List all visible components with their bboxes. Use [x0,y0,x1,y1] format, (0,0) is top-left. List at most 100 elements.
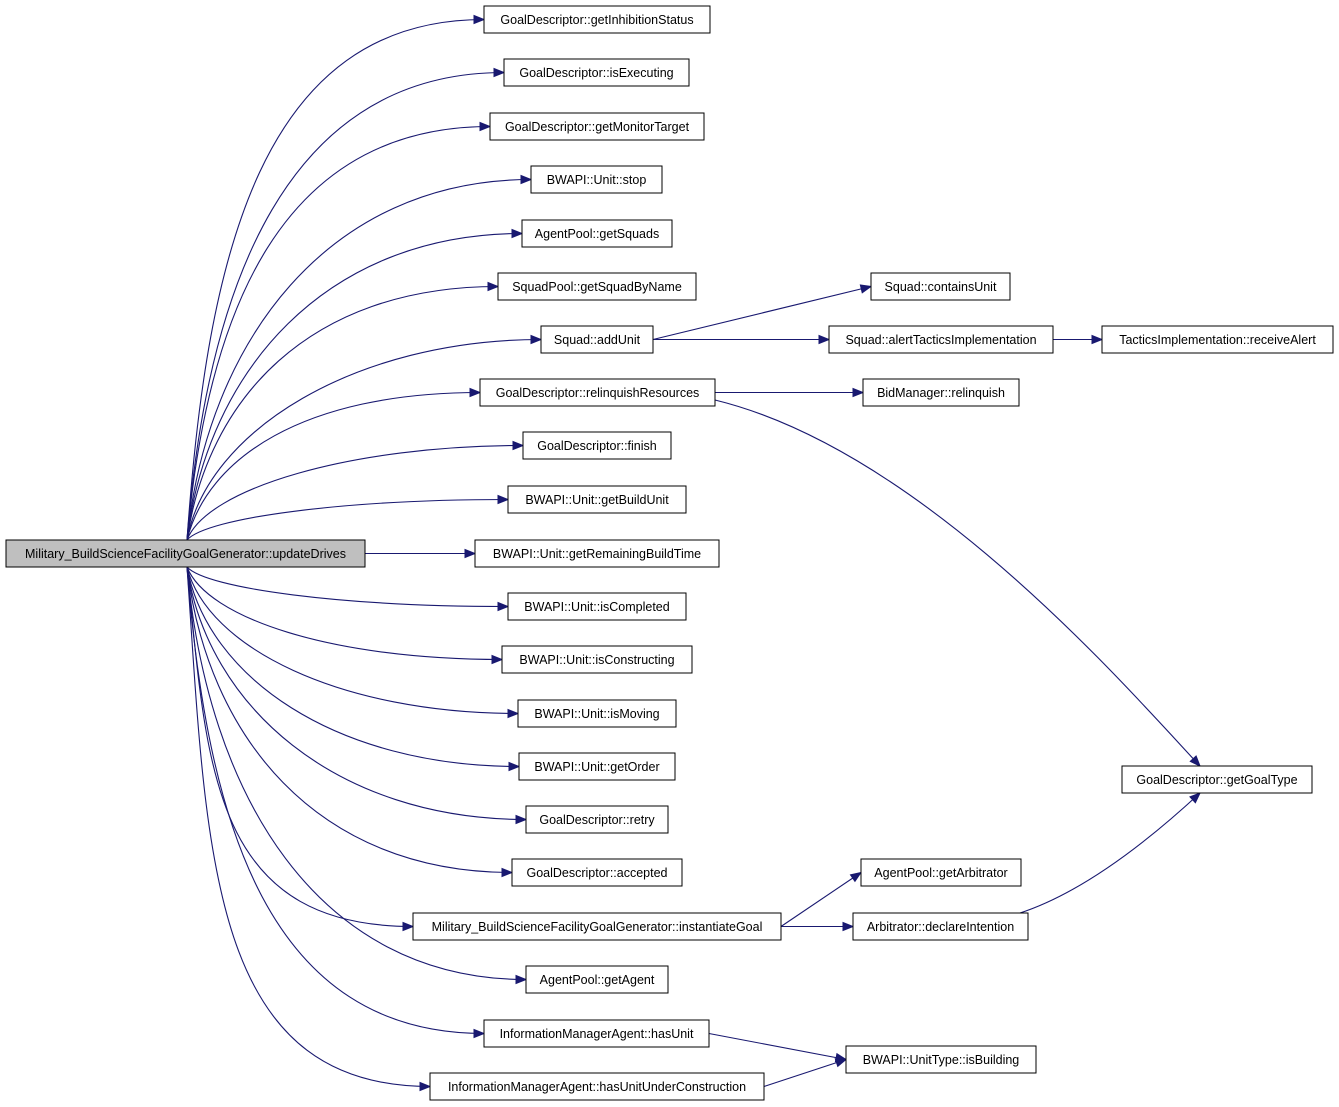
edge-root-to-getSquadByName [186,285,499,541]
node-getSquads[interactable]: AgentPool::getSquads [521,219,673,248]
node-label-getSquadByName: SquadPool::getSquadByName [512,280,682,294]
edge-root-to-getSquadByName-arrowhead [487,281,500,292]
node-label-unitStop: BWAPI::Unit::stop [547,173,647,187]
node-getMonitorTarget[interactable]: GoalDescriptor::getMonitorTarget [489,112,705,141]
node-label-isBuilding: BWAPI::UnitType::isBuilding [863,1053,1020,1067]
node-isExecuting[interactable]: GoalDescriptor::isExecuting [503,58,690,87]
edge-root-to-instantiateGoal-arrowhead [402,921,415,932]
node-getRemainingBuildTime[interactable]: BWAPI::Unit::getRemainingBuildTime [474,539,720,568]
node-box-getRemainingBuildTime [474,539,720,568]
edge-root-to-getBuildUnit-arrowhead [497,494,510,505]
edge-root-to-isCompleted-arrowhead [497,601,510,612]
node-getOrder[interactable]: BWAPI::Unit::getOrder [518,752,676,781]
edge-root-to-finish-arrowhead [512,440,525,451]
node-getArbitrator[interactable]: AgentPool::getArbitrator [860,858,1022,887]
node-containsUnit[interactable]: Squad::containsUnit [870,272,1011,301]
node-getBuildUnit[interactable]: BWAPI::Unit::getBuildUnit [507,485,687,514]
edge-root-to-getSquads-arrowhead [511,228,524,239]
edge-layer [186,14,1201,1092]
edge-root-to-getSquads [186,232,523,541]
edge-root-to-getOrder [186,566,520,768]
edge-root-to-retry-arrowhead [515,814,528,825]
edge-root-to-relinquishResources-arrowhead [469,387,482,398]
node-relinquishResources[interactable]: GoalDescriptor::relinquishResources [479,378,716,407]
node-layer: Military_BuildScienceFacilityGoalGenerat… [5,5,1334,1101]
node-declareIntention[interactable]: Arbitrator::declareIntention [852,912,1029,941]
edge-addUnit-to-alertTacticsImplementation-arrowhead [818,334,831,345]
node-box-isCompleted [507,592,687,621]
edge-root-to-finish [186,444,524,541]
node-label-finish: GoalDescriptor::finish [537,439,657,453]
node-box-accepted [511,858,683,887]
edge-instantiateGoal-to-getArbitrator-arrowhead [849,871,863,883]
node-finish[interactable]: GoalDescriptor::finish [522,431,672,460]
edge-root-to-isExecuting-arrowhead [493,67,506,78]
node-box-bidRelinquish [862,378,1020,407]
node-getAgent[interactable]: AgentPool::getAgent [525,965,669,994]
node-box-getOrder [518,752,676,781]
edge-root-to-getInhibitionStatus [186,18,485,541]
node-box-containsUnit [870,272,1011,301]
edge-root-to-getBuildUnit [186,498,509,541]
node-label-getRemainingBuildTime: BWAPI::Unit::getRemainingBuildTime [493,547,701,561]
node-getGoalType[interactable]: GoalDescriptor::getGoalType [1121,765,1313,794]
node-alertTacticsImplementation[interactable]: Squad::alertTacticsImplementation [828,325,1054,354]
edge-root-to-addUnit-arrowhead [530,334,543,345]
edge-root-to-unitStop [186,178,532,541]
edge-root-to-addUnit [186,338,542,541]
node-getSquadByName[interactable]: SquadPool::getSquadByName [497,272,697,301]
node-label-getInhibitionStatus: GoalDescriptor::getInhibitionStatus [500,13,693,27]
node-label-isConstructing: BWAPI::Unit::isConstructing [519,653,674,667]
node-isMoving[interactable]: BWAPI::Unit::isMoving [517,699,677,728]
edge-root-to-getMonitorTarget [186,125,491,541]
node-box-getGoalType [1121,765,1313,794]
node-instantiateGoal[interactable]: Military_BuildScienceFacilityGoalGenerat… [412,912,782,941]
edge-root-to-isConstructing-arrowhead [491,654,504,665]
node-box-root [5,539,366,568]
edge-relinquishResources-to-bidRelinquish-arrowhead [852,387,865,398]
node-accepted[interactable]: GoalDescriptor::accepted [511,858,683,887]
node-box-getInhibitionStatus [483,5,711,34]
node-box-instantiateGoal [412,912,782,941]
node-label-hasUnitUnderConstruction: InformationManagerAgent::hasUnitUnderCon… [448,1080,746,1094]
edge-relinquishResources-to-getGoalType-arrowhead [1189,755,1201,767]
edge-root-to-hasUnitUnderConstruction-arrowhead [419,1081,432,1092]
node-getInhibitionStatus[interactable]: GoalDescriptor::getInhibitionStatus [483,5,711,34]
node-label-instantiateGoal: Military_BuildScienceFacilityGoalGenerat… [432,920,763,934]
node-box-isExecuting [503,58,690,87]
node-hasUnitUnderConstruction[interactable]: InformationManagerAgent::hasUnitUnderCon… [429,1072,765,1101]
node-box-getAgent [525,965,669,994]
node-retry[interactable]: GoalDescriptor::retry [525,805,669,834]
node-box-getSquads [521,219,673,248]
node-label-isCompleted: BWAPI::Unit::isCompleted [524,600,669,614]
edge-hasUnit-to-isBuilding [708,1032,847,1061]
edge-alertTacticsImplementation-to-receiveAlert-arrowhead [1091,334,1104,345]
node-label-getArbitrator: AgentPool::getArbitrator [874,866,1007,880]
node-label-bidRelinquish: BidManager::relinquish [877,386,1005,400]
edge-root-to-getRemainingBuildTime-arrowhead [464,548,477,559]
edge-root-to-relinquishResources [186,391,481,541]
node-unitStop[interactable]: BWAPI::Unit::stop [530,165,663,194]
node-label-getGoalType: GoalDescriptor::getGoalType [1136,773,1297,787]
node-hasUnit[interactable]: InformationManagerAgent::hasUnit [483,1019,710,1048]
edge-root-to-hasUnitUnderConstruction [186,566,431,1088]
edge-root-to-getOrder-arrowhead [508,761,521,772]
node-isConstructing[interactable]: BWAPI::Unit::isConstructing [501,645,693,674]
node-label-isMoving: BWAPI::Unit::isMoving [534,707,659,721]
node-box-addUnit [540,325,654,354]
node-bidRelinquish[interactable]: BidManager::relinquish [862,378,1020,407]
edge-declareIntention-to-getGoalType [1019,792,1201,914]
edge-root-to-getMonitorTarget-arrowhead [479,121,492,132]
node-box-relinquishResources [479,378,716,407]
node-isCompleted[interactable]: BWAPI::Unit::isCompleted [507,592,687,621]
edge-root-to-hasUnit-arrowhead [473,1028,486,1039]
node-box-unitStop [530,165,663,194]
node-isBuilding[interactable]: BWAPI::UnitType::isBuilding [845,1045,1037,1074]
edge-root-to-retry [186,566,527,821]
node-label-containsUnit: Squad::containsUnit [885,280,997,294]
node-receiveAlert[interactable]: TacticsImplementation::receiveAlert [1101,325,1334,354]
edge-instantiateGoal-to-declareIntention-arrowhead [842,921,855,932]
node-root[interactable]: Military_BuildScienceFacilityGoalGenerat… [5,539,366,568]
node-addUnit[interactable]: Squad::addUnit [540,325,654,354]
